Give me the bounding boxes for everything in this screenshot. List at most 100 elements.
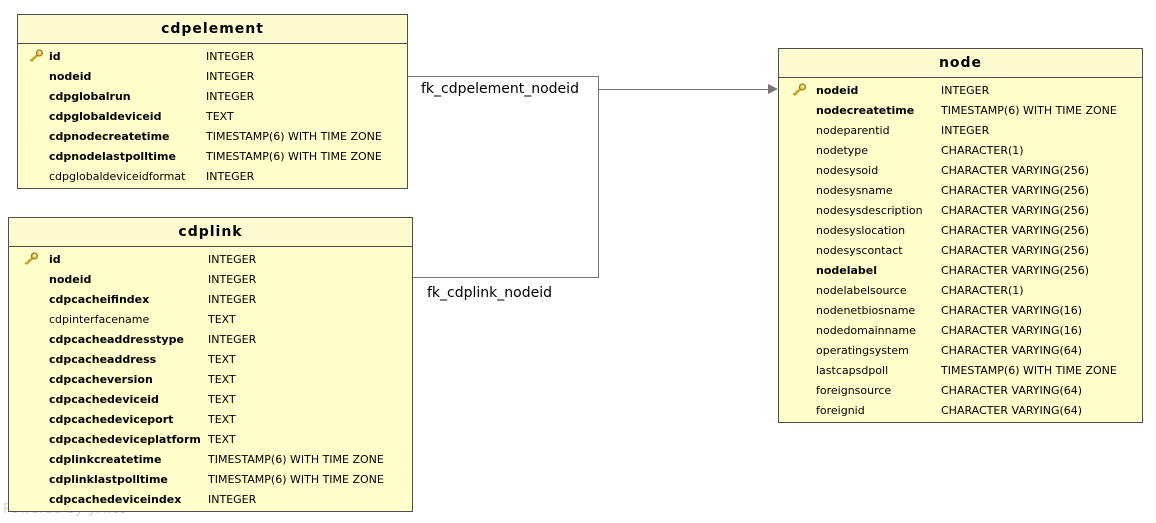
column-name: nodesyscontact — [816, 243, 903, 257]
table-row: nodedomainname CHARACTER VARYING(16) — [779, 320, 1142, 340]
table-row: cdpcachedeviceport TEXT — [9, 409, 412, 429]
primary-key-cell — [18, 48, 49, 64]
column-type: CHARACTER VARYING(256) — [941, 243, 1090, 257]
column-type: CHARACTER VARYING(64) — [941, 403, 1083, 417]
column-type: INTEGER — [208, 492, 257, 506]
table-row: cdpcacheaddresstype INTEGER — [9, 329, 412, 349]
primary-key-cell — [9, 251, 49, 267]
column-name: cdpcachedeviceid — [49, 392, 159, 406]
primary-key-icon — [24, 251, 38, 265]
column-name: cdpcacheaddress — [49, 352, 157, 366]
column-type: TIMESTAMP(6) WITH TIME ZONE — [941, 363, 1117, 377]
column-type: CHARACTER VARYING(64) — [941, 383, 1083, 397]
table-title-cdpelement: cdpelement — [18, 15, 407, 44]
column-type: INTEGER — [206, 89, 255, 103]
table-row: cdpglobaldeviceidformat INTEGER — [18, 166, 407, 186]
column-name: cdplinklastpolltime — [49, 472, 168, 486]
column-name: cdpcachedeviceindex — [49, 492, 182, 506]
column-type: CHARACTER VARYING(16) — [941, 323, 1083, 337]
column-name: lastcapsdpoll — [816, 363, 889, 377]
column-name: cdpglobalrun — [49, 89, 131, 103]
column-type: INTEGER — [208, 332, 257, 346]
column-type: TIMESTAMP(6) WITH TIME ZONE — [208, 472, 384, 486]
column-name: nodelabel — [816, 263, 878, 277]
column-type: TEXT — [208, 412, 236, 426]
column-type: INTEGER — [206, 49, 255, 63]
primary-key-cell — [779, 82, 816, 98]
table-row: nodesysname CHARACTER VARYING(256) — [779, 180, 1142, 200]
column-type: CHARACTER(1) — [941, 283, 1024, 297]
table-row: id INTEGER — [18, 46, 407, 66]
column-name: nodesysname — [816, 183, 893, 197]
fk-label-cdplink-nodeid: fk_cdplink_nodeid — [427, 285, 552, 301]
column-name: cdpinterfacename — [49, 312, 150, 326]
column-name: nodelabelsource — [816, 283, 907, 297]
column-name: cdpnodelastpolltime — [49, 149, 176, 163]
table-row: cdplinkcreatetime TIMESTAMP(6) WITH TIME … — [9, 449, 412, 469]
column-type: INTEGER — [208, 272, 257, 286]
column-name: nodeid — [49, 69, 92, 83]
column-name: cdpcachedeviceport — [49, 412, 174, 426]
column-type: CHARACTER VARYING(256) — [941, 163, 1090, 177]
column-name: cdpcacheaddresstype — [49, 332, 184, 346]
column-type: TIMESTAMP(6) WITH TIME ZONE — [208, 452, 384, 466]
column-type: TEXT — [208, 352, 236, 366]
column-name: nodedomainname — [816, 323, 916, 337]
column-name: cdpglobaldeviceidformat — [49, 169, 186, 183]
column-name: id — [49, 49, 61, 63]
table-row: foreignsource CHARACTER VARYING(64) — [779, 380, 1142, 400]
column-type: INTEGER — [206, 169, 255, 183]
table-row: lastcapsdpoll TIMESTAMP(6) WITH TIME ZONE — [779, 360, 1142, 380]
column-type: CHARACTER VARYING(256) — [941, 223, 1090, 237]
column-type: CHARACTER VARYING(256) — [941, 183, 1090, 197]
column-name: nodeparentid — [816, 123, 890, 137]
column-name: foreignsource — [816, 383, 892, 397]
column-name: nodesysdescription — [816, 203, 923, 217]
table-row: operatingsystem CHARACTER VARYING(64) — [779, 340, 1142, 360]
column-name: operatingsystem — [816, 343, 909, 357]
arrowhead-icon — [768, 84, 778, 94]
column-type: INTEGER — [941, 83, 990, 97]
edge-line-to-node — [598, 89, 769, 90]
column-name: cdpcacheversion — [49, 372, 153, 386]
fk-label-cdpelement-nodeid: fk_cdpelement_nodeid — [421, 81, 579, 97]
column-name: nodecreatetime — [816, 103, 915, 117]
column-type: CHARACTER VARYING(64) — [941, 343, 1083, 357]
column-type: TEXT — [208, 312, 236, 326]
column-name: nodesysoid — [816, 163, 879, 177]
table-row: cdpcachedeviceindex INTEGER — [9, 489, 412, 509]
column-name: cdpcachedeviceplatform — [49, 432, 201, 446]
table-row: cdpcacheaddress TEXT — [9, 349, 412, 369]
column-type: INTEGER — [208, 252, 257, 266]
column-type: TEXT — [208, 392, 236, 406]
edge-line-cdplink — [413, 277, 598, 278]
column-name: id — [49, 252, 61, 266]
table-row: id INTEGER — [9, 249, 412, 269]
table-row: cdpinterfacename TEXT — [9, 309, 412, 329]
column-name: cdplinkcreatetime — [49, 452, 162, 466]
table-row: nodesyscontact CHARACTER VARYING(256) — [779, 240, 1142, 260]
column-name: cdpnodecreatetime — [49, 129, 170, 143]
column-type: CHARACTER(1) — [941, 143, 1024, 157]
column-type: TEXT — [208, 372, 236, 386]
table-row: nodesyslocation CHARACTER VARYING(256) — [779, 220, 1142, 240]
table-row: nodecreatetime TIMESTAMP(6) WITH TIME ZON… — [779, 100, 1142, 120]
edge-line-vertical — [598, 76, 599, 278]
column-name: foreignid — [816, 403, 865, 417]
column-name: nodesyslocation — [816, 223, 906, 237]
column-type: TIMESTAMP(6) WITH TIME ZONE — [941, 103, 1117, 117]
